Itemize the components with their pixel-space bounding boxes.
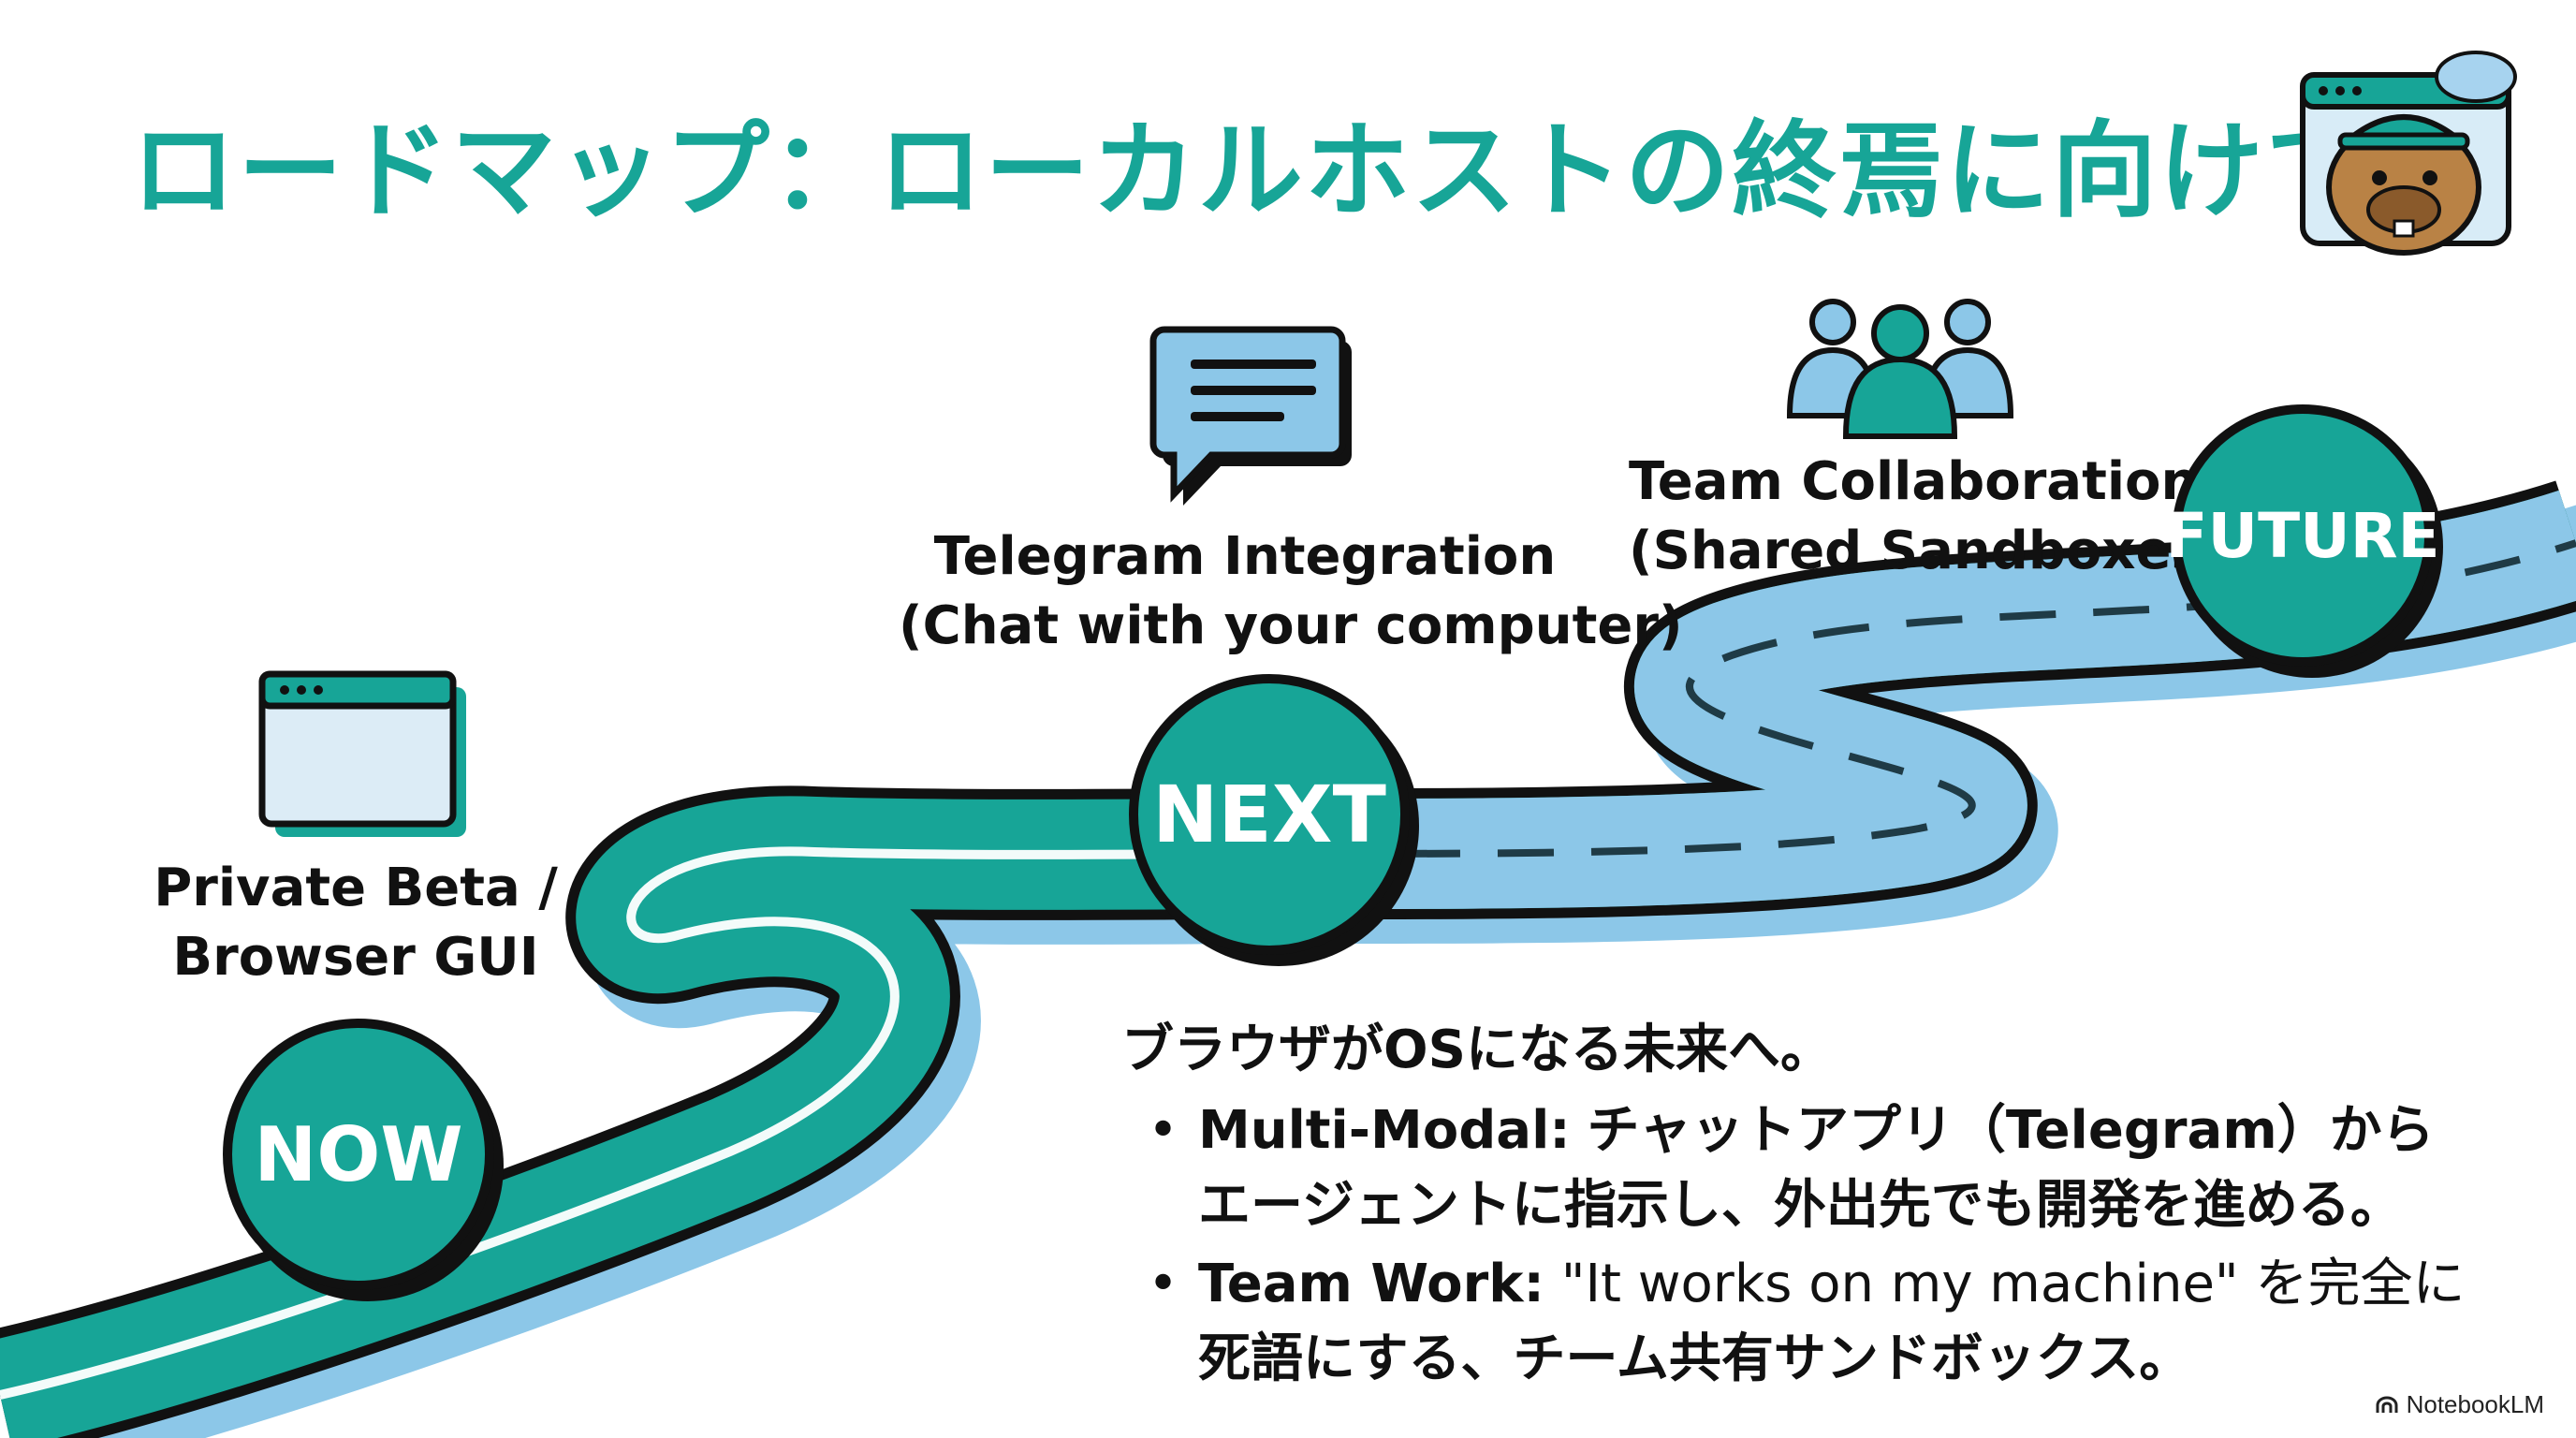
description-heading: ブラウザがOSになる未来へ。 — [1121, 1020, 1833, 1080]
notebooklm-logo-icon — [2376, 1396, 2398, 1413]
stage-label-line: (Chat with your computer) — [899, 595, 1683, 656]
team-group-icon — [1786, 299, 2014, 439]
watermark-text: NotebookLM — [2406, 1390, 2544, 1418]
bullet-icon: • — [1148, 1254, 1179, 1314]
stage-label-line: Browser GUI — [172, 927, 539, 988]
stage-label-now: Private Beta / Browser GUI — [131, 854, 580, 992]
stage-label-line: Team Collaboration — [1629, 451, 2199, 512]
stage-label-next: Telegram Integration (Chat with your com… — [899, 522, 1683, 661]
stage-badge-now: NOW — [223, 1019, 494, 1290]
bullet-text: "It works on my machine" を完全に — [1560, 1254, 2466, 1314]
stage-badge-future: FUTURE — [2165, 404, 2440, 667]
bullet-keyword: Team Work: — [1198, 1254, 1544, 1314]
stage-label-line: Telegram Integration — [933, 526, 1557, 587]
bullet-text: エージェントに指示し、外出先でも開発を進める。 — [1198, 1175, 2403, 1236]
bullet-text: チャットアプリ（Telegram）から — [1587, 1100, 2435, 1161]
stage-label-line: (Shared Sandboxes) — [1629, 521, 2227, 581]
browser-window-icon — [258, 670, 466, 837]
stage-label-future: Team Collaboration (Shared Sandboxes) — [1629, 448, 2227, 586]
bullet-keyword: Multi-Modal: — [1198, 1100, 1571, 1161]
description-list: • Multi-Modal: チャットアプリ（Telegram）から エージェン… — [1121, 1093, 2488, 1397]
list-item: • Team Work: "It works on my machine" を完… — [1121, 1247, 2488, 1397]
list-item: • Multi-Modal: チャットアプリ（Telegram）から エージェン… — [1121, 1093, 2488, 1243]
chat-bubble-icon — [1149, 326, 1352, 506]
description-block: ブラウザがOSになる未来へ。 • Multi-Modal: チャットアプリ（Te… — [1121, 1013, 2488, 1401]
watermark: NotebookLM — [2375, 1390, 2544, 1419]
list-item-line: Team Work: "It works on my machine" を完全に — [1198, 1247, 2488, 1322]
capybara-mascot-icon — [2300, 51, 2517, 256]
stage-label-line: Private Beta / — [154, 858, 558, 918]
slide-title: ロードマップ：ローカルホストの終焉に向けて — [131, 110, 2372, 232]
stage-badge-next: NEXT — [1129, 674, 1410, 955]
bullet-icon: • — [1148, 1100, 1179, 1161]
bullet-text: 死語にする、チーム共有サンドボックス。 — [1198, 1328, 2192, 1389]
list-item-line: Multi-Modal: チャットアプリ（Telegram）から — [1198, 1093, 2488, 1168]
